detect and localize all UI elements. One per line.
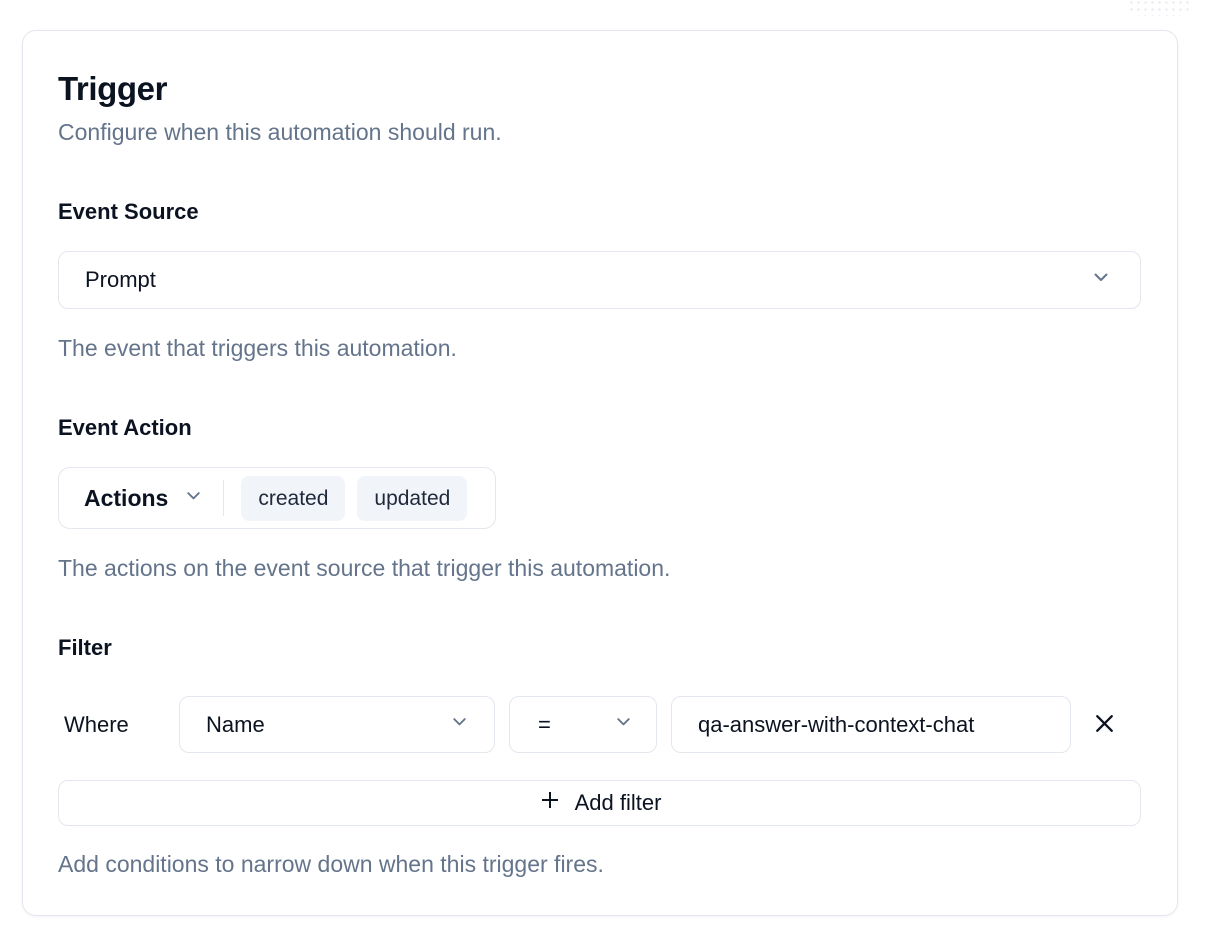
event-source-label: Event Source [58,199,199,224]
page-subtitle: Configure when this automation should ru… [58,119,502,145]
filter-helper: Add conditions to narrow down when this … [58,851,604,877]
filter-field-select[interactable]: Name [179,696,495,753]
chevron-down-icon [1090,266,1112,294]
event-action-label: Event Action [58,415,192,440]
close-icon [1091,710,1118,740]
trigger-card: Trigger Configure when this automation s… [22,30,1178,916]
filter-section: Filter Where Name = [58,636,1141,878]
chevron-down-icon [613,711,634,738]
where-label: Where [64,711,129,737]
page-title: Trigger [58,70,168,107]
filter-value-input[interactable] [671,696,1071,753]
dotted-pattern-fragment [1128,0,1190,16]
event-source-helper: The event that triggers this automation. [58,335,457,361]
event-source-section: Event Source Prompt The event that trigg… [58,200,1141,362]
filter-condition-row: Where Name = [58,696,1141,753]
event-source-value: Prompt [85,267,156,292]
action-tag-updated: updated [357,475,468,521]
event-action-multiselect[interactable]: Actions created updated [58,467,497,529]
actions-dropdown-label: Actions [84,484,169,511]
event-source-select[interactable]: Prompt [58,251,1141,309]
plus-icon [538,788,562,818]
event-action-section: Event Action Actions created updated The… [58,416,1141,582]
add-filter-button[interactable]: Add filter [58,780,1141,826]
filter-operator-value: = [538,711,551,737]
add-filter-label: Add filter [574,790,662,815]
filter-operator-select[interactable]: = [509,696,657,753]
chevron-down-icon [449,711,470,738]
action-tag-created: created [241,475,346,521]
event-action-helper: The actions on the event source that tri… [58,555,671,581]
divider [223,480,225,516]
filter-field-value: Name [206,711,265,737]
remove-filter-button[interactable] [1088,709,1120,741]
actions-dropdown-trigger[interactable]: Actions [84,485,204,512]
filter-label: Filter [58,635,112,660]
chevron-down-icon [183,485,204,512]
